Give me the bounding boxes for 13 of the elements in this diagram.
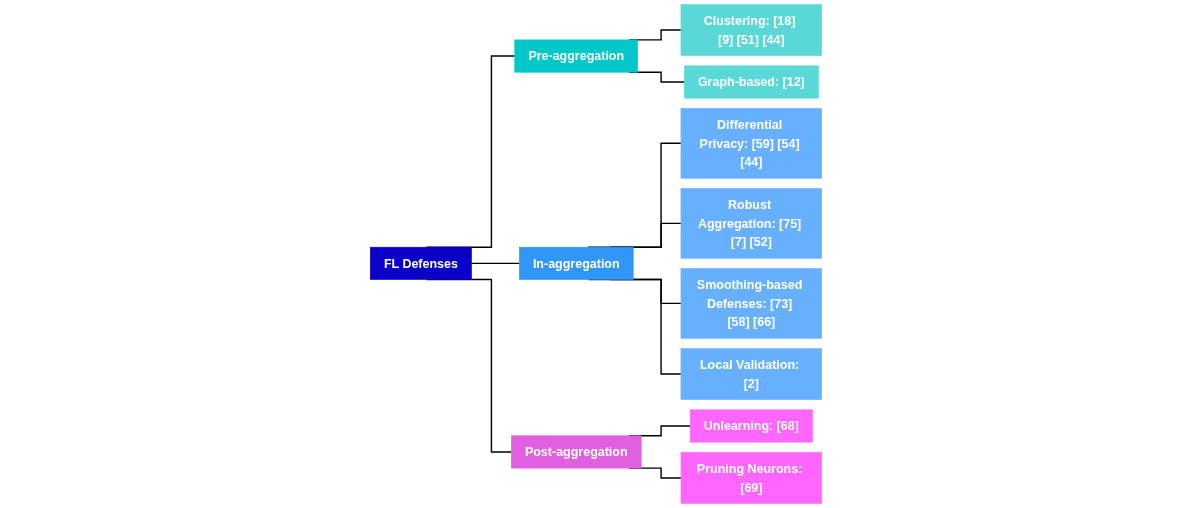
node-box: FL Defenses [370, 246, 472, 280]
node-box: Clustering: [18] [9] [51] [44] [680, 4, 822, 56]
node-box: Smoothing-based Defenses: [73] [58] [66] [680, 268, 822, 339]
node-box: Unlearning: [68] [689, 409, 813, 443]
connector [470, 262, 520, 265]
node-box: Local Validation: [2] [680, 348, 822, 400]
node-box: Robust Aggregation: [75] [7] [52] [680, 188, 822, 259]
node-box: Graph-based: [12] [684, 65, 819, 99]
node-box: Pruning Neurons: [69] [680, 452, 822, 504]
node-box: Pre-aggregation [514, 39, 639, 73]
node-box: Differential Privacy: [59] [54] [44] [680, 108, 822, 179]
node-box: In-aggregation [519, 246, 634, 280]
node-box: Post-aggregation [511, 435, 642, 469]
